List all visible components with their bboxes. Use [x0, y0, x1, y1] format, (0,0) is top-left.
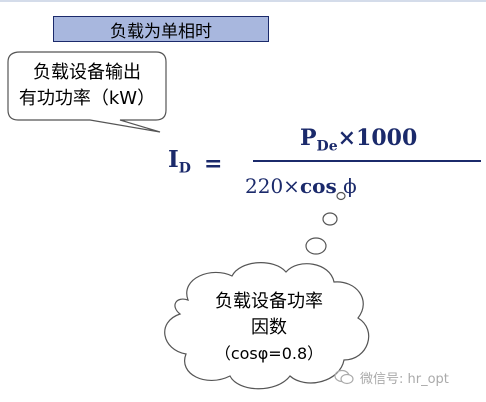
- wechat-icon: [334, 369, 354, 385]
- formula-lhs-symbol: I: [168, 146, 179, 173]
- callout-bottom-text: 负载设备功率 因数 （cosφ=0.8）: [176, 289, 362, 367]
- formula-numerator-sub: De: [316, 138, 338, 155]
- callout-bottom-line1: 负载设备功率: [215, 291, 323, 312]
- callout-bottom-line2: 因数: [251, 317, 287, 338]
- callout-top-bubble: [7, 51, 167, 133]
- callout-top-line1: 负载设备输出: [33, 62, 141, 83]
- top-rule: [0, 0, 486, 2]
- watermark-text: 微信号: hr_opt: [360, 371, 449, 387]
- formula-denominator: 220×cos ϕ: [245, 174, 357, 198]
- cloud-bubble-small: [336, 191, 346, 201]
- formula-denominator-symbol: ϕ: [343, 174, 357, 198]
- watermark: 微信号: hr_opt: [334, 366, 484, 388]
- fraction-bar: [253, 160, 481, 162]
- callout-top-text: 负载设备输出 有功功率（kW）: [8, 60, 166, 112]
- callout-top-line2: 有功功率（kW）: [18, 88, 156, 109]
- callout-bottom-cloud: [164, 262, 370, 390]
- formula-denominator-func: cos: [299, 174, 337, 198]
- section-title-text: 负载为单相时: [110, 21, 212, 42]
- formula-equals: =: [204, 151, 223, 177]
- cloud-bubble-medium: [322, 212, 338, 226]
- formula-lhs: ID: [168, 146, 191, 177]
- formula-numerator: PDe×1000: [300, 125, 417, 154]
- section-title: 负载为单相时: [53, 16, 269, 42]
- formula-denominator-number: 220×: [245, 174, 300, 198]
- cloud-bubble-large: [305, 237, 327, 255]
- formula-numerator-rest: ×1000: [337, 125, 418, 151]
- formula-numerator-symbol: P: [300, 125, 317, 151]
- callout-bottom-line3: （cosφ=0.8）: [214, 344, 324, 363]
- formula-lhs-sub: D: [178, 160, 191, 177]
